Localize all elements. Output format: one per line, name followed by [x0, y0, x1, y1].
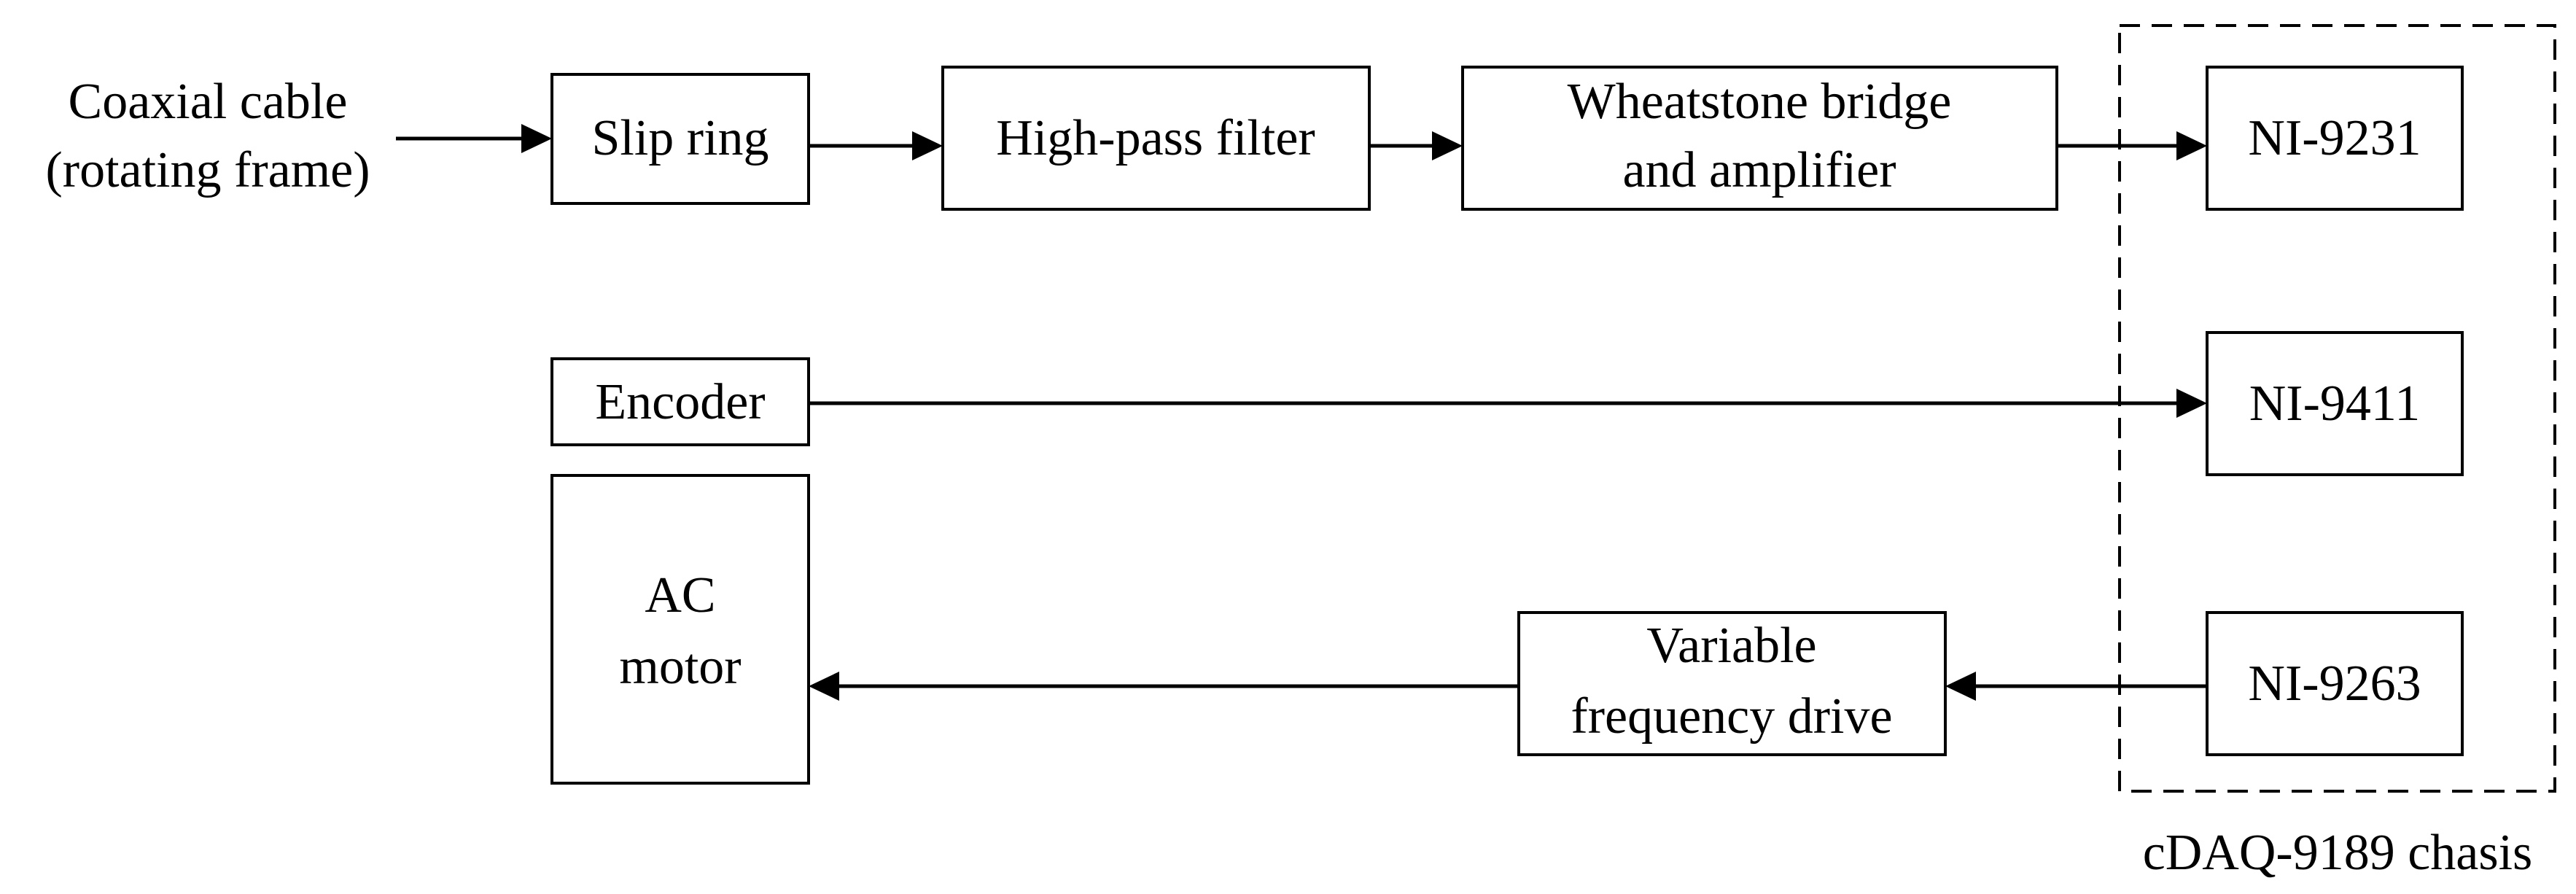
- vfd-line-2: frequency drive: [1571, 688, 1892, 745]
- chassis-label: cDAQ-9189 chasis: [2143, 825, 2533, 881]
- arrow-filter-to-bridge: [1369, 131, 1463, 160]
- arrow-encoder-to-ni-9411: [809, 389, 2207, 418]
- encoder-label: Encoder: [595, 374, 765, 430]
- ac-motor-line-2: motor: [619, 639, 741, 695]
- arrow-coaxial-to-slip-ring: [396, 124, 552, 153]
- arrow-slip-ring-to-filter: [809, 131, 943, 160]
- chassis-label-text: cDAQ-9189 chasis: [2143, 825, 2533, 881]
- ni-9263-label: NI-9263: [2248, 656, 2421, 712]
- wheatstone-bridge-block: Wheatstone bridge and amplifier: [1461, 66, 2058, 211]
- chassis-border: [2118, 24, 2556, 793]
- vfd-block: Variable frequency drive: [1517, 611, 1947, 756]
- coaxial-cable-line-2: (rotating frame): [45, 142, 370, 198]
- coaxial-cable-line-1: Coaxial cable: [69, 74, 348, 130]
- arrow-ni-9263-to-vfd: [1945, 672, 2207, 701]
- wheatstone-bridge-line-1: Wheatstone bridge: [1568, 74, 1952, 130]
- ni-9231-block: NI-9231: [2206, 66, 2464, 211]
- ni-9231-label: NI-9231: [2248, 110, 2421, 166]
- encoder-block: Encoder: [550, 357, 810, 446]
- slip-ring-block: Slip ring: [550, 73, 810, 205]
- arrow-vfd-to-ac-motor: [809, 672, 1519, 701]
- ni-9263-block: NI-9263: [2206, 611, 2464, 756]
- high-pass-filter-block: High-pass filter: [941, 66, 1371, 211]
- high-pass-filter-label: High-pass filter: [996, 110, 1315, 166]
- slip-ring-label: Slip ring: [591, 110, 768, 166]
- vfd-line-1: Variable: [1646, 618, 1816, 674]
- ni-9411-label: NI-9411: [2249, 376, 2421, 432]
- ni-9411-block: NI-9411: [2206, 331, 2464, 476]
- ac-motor-line-1: AC: [645, 567, 715, 623]
- arrow-bridge-to-ni-9231: [2057, 131, 2207, 160]
- coaxial-cable-label: Coaxial cable (rotating frame): [45, 74, 370, 198]
- wheatstone-bridge-line-2: and amplifier: [1622, 142, 1896, 198]
- ac-motor-block: AC motor: [550, 474, 810, 785]
